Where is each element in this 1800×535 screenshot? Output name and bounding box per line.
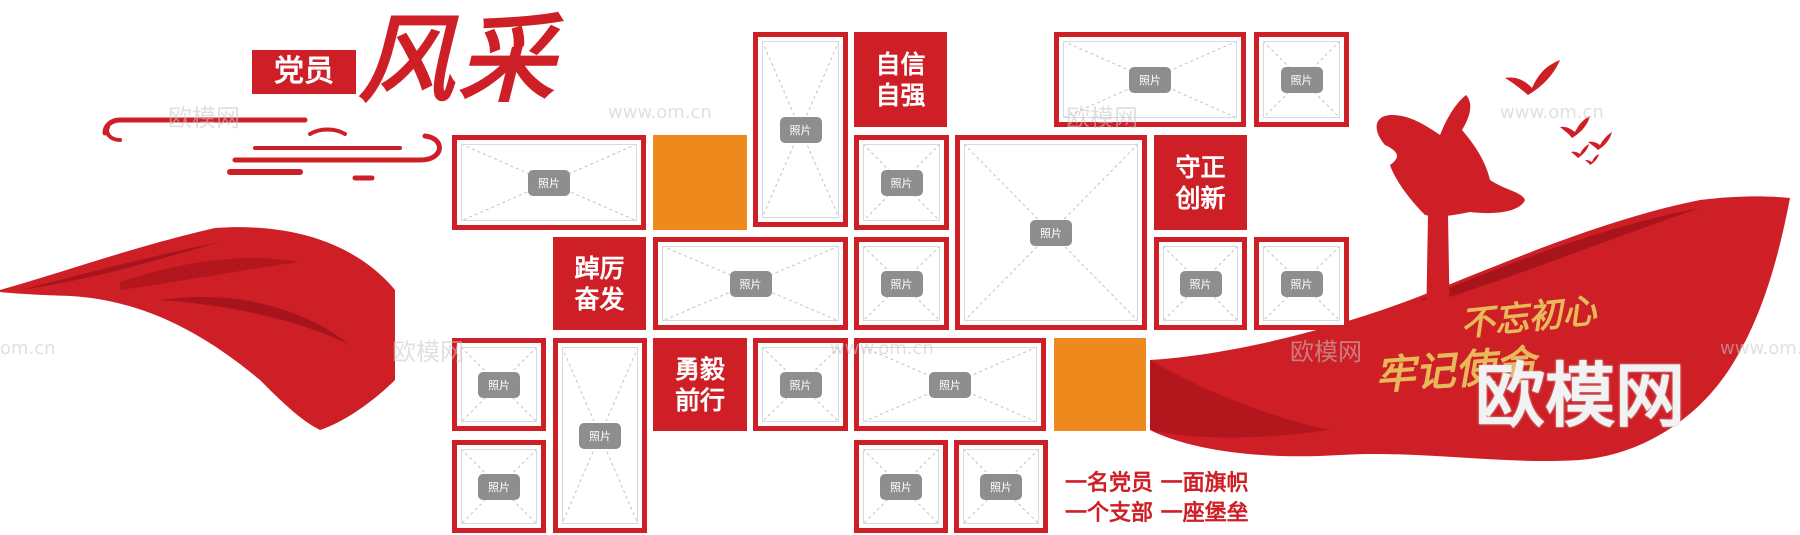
photo-frame: 照片 — [553, 338, 647, 533]
photo-placeholder-label: 照片 — [779, 116, 822, 143]
watermark-text: 欧模网 — [1066, 104, 1138, 132]
watermark-text: 欧模网 — [392, 338, 464, 366]
photo-frame: 照片 — [452, 338, 546, 431]
photo-frame: 照片 — [1254, 32, 1349, 127]
photo-frame: 照片 — [1154, 237, 1247, 330]
photo-frame: 照片 — [753, 338, 848, 431]
photo-placeholder-label: 照片 — [880, 169, 923, 196]
photo-placeholder-label: 照片 — [779, 371, 822, 398]
photo-frame: 照片 — [1254, 237, 1349, 330]
photo-frame: 照片 — [954, 440, 1048, 533]
motto-line-1: 一名党员 一面旗帜 — [1065, 471, 1249, 496]
title-demeanor: 风采 — [358, 3, 558, 116]
photo-frame: 照片 — [1054, 32, 1246, 127]
orange-accent-block — [653, 135, 747, 230]
photo-placeholder-label: 照片 — [579, 422, 621, 449]
photo-frame: 照片 — [854, 338, 1046, 431]
slogan-confidence: 自信自强 — [854, 32, 947, 127]
photo-placeholder-label: 照片 — [880, 473, 922, 500]
slogan-integrity: 守正创新 — [1154, 135, 1247, 230]
photo-placeholder-label: 照片 — [1129, 66, 1171, 93]
slogan-forward: 勇毅前行 — [653, 338, 747, 431]
photo-placeholder-label: 照片 — [528, 169, 570, 196]
watermark-logo-text: 欧模网 — [1475, 355, 1685, 437]
photo-frame: 照片 — [653, 237, 848, 330]
photo-placeholder-label: 照片 — [1030, 219, 1072, 246]
photo-frame: 照片 — [753, 32, 848, 227]
photo-frame: 照片 — [452, 440, 546, 533]
photo-placeholder-label: 照片 — [1280, 270, 1323, 297]
title-party-member: 党员 — [252, 50, 356, 94]
photo-placeholder-label: 照片 — [1179, 270, 1222, 297]
watermark-text: www.om.cn — [608, 102, 712, 123]
photo-placeholder-label: 照片 — [929, 371, 971, 398]
watermark-text: www.om.cn — [1500, 102, 1604, 123]
orange-accent-block — [1054, 338, 1146, 431]
photo-frame: 照片 — [452, 135, 646, 230]
photo-frame: 照片 — [955, 135, 1147, 330]
slogan-endeavor: 踔厉奋发 — [553, 237, 646, 330]
photo-frame: 照片 — [854, 135, 949, 230]
watermark-text: om.cn — [0, 338, 56, 359]
watermark-text: www.om.cn — [1720, 338, 1800, 359]
photo-placeholder-label: 照片 — [478, 371, 520, 398]
watermark-text: 欧模网 — [168, 104, 240, 132]
watermark-text: 欧模网 — [1290, 338, 1362, 366]
photo-placeholder-label: 照片 — [478, 473, 520, 500]
motto-line-2: 一个支部 一座堡垒 — [1065, 501, 1249, 526]
photo-frame: 照片 — [854, 237, 949, 330]
watermark-text: www.om.cn — [830, 338, 934, 359]
photo-placeholder-label: 照片 — [1280, 66, 1323, 93]
photo-placeholder-label: 照片 — [729, 270, 772, 297]
photo-placeholder-label: 照片 — [980, 473, 1022, 500]
photo-placeholder-label: 照片 — [880, 270, 923, 297]
photo-frame: 照片 — [854, 440, 948, 533]
